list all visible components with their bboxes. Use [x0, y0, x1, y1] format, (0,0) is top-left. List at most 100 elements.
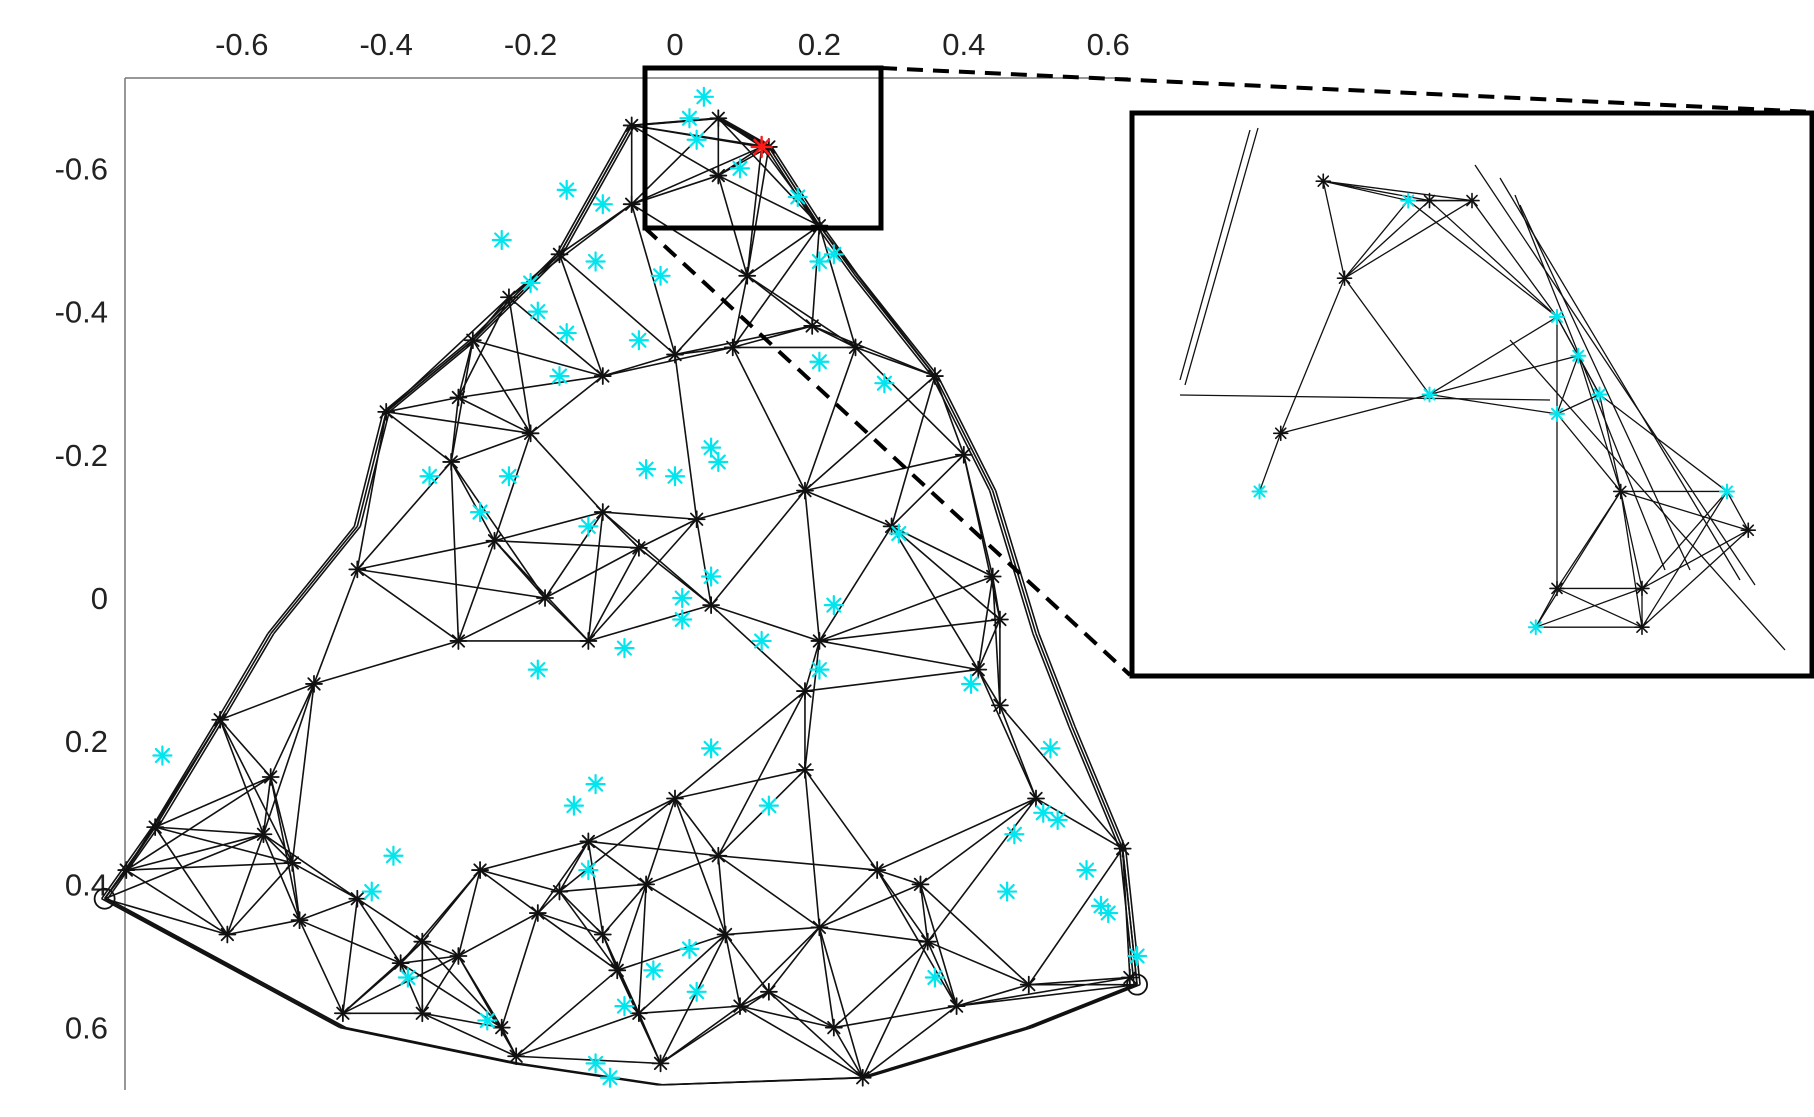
mesh-node-marker: [731, 997, 749, 1016]
inset-boundary-edge: [1179, 394, 1551, 401]
mesh-edge: [457, 540, 496, 642]
mesh-edge: [602, 511, 697, 521]
mesh-edge: [717, 174, 820, 227]
mesh-edge: [226, 862, 293, 936]
mesh-edge: [739, 1005, 864, 1079]
mesh-boundary-edge: [270, 525, 358, 635]
mesh-boundary-edge: [359, 411, 390, 527]
mesh-edge: [1577, 355, 1622, 492]
mesh-edge: [262, 833, 301, 921]
mesh-edge: [999, 705, 1037, 799]
mesh-edge: [1344, 200, 1473, 279]
mesh-edge: [493, 433, 532, 541]
x-tick-label: 0.4: [942, 27, 985, 62]
mesh-edge: [450, 397, 460, 463]
mesh-edge: [819, 618, 1000, 642]
mesh-boundary-edge: [851, 275, 933, 377]
cyan-point-marker: [419, 466, 440, 487]
mesh-edge: [1323, 180, 1473, 202]
mesh-node-marker: [1113, 839, 1132, 858]
mesh-edge: [1641, 491, 1728, 589]
mesh-edge: [1429, 200, 1558, 318]
mesh-edge: [479, 869, 539, 914]
mesh-node-marker: [117, 861, 136, 879]
mesh-edge: [977, 669, 1037, 799]
mesh-edge: [811, 225, 821, 326]
mesh-edge: [1429, 393, 1558, 415]
cyan-point-marker: [708, 451, 729, 473]
x-tick-label: -0.4: [359, 27, 412, 62]
mesh-boundary-edge: [558, 125, 633, 255]
mesh-edge: [472, 339, 532, 434]
mesh-edge: [1343, 200, 1409, 279]
mesh-node-marker: [348, 889, 367, 908]
mesh-node-marker: [651, 1054, 670, 1073]
inset-cyan-point-marker: [1251, 483, 1268, 500]
mesh-boundary-edge: [101, 898, 341, 1029]
mesh-edge: [977, 619, 1001, 670]
inset-boundary-edge: [1184, 127, 1259, 386]
mesh-boundary-edge: [267, 525, 355, 635]
mesh-edge: [385, 411, 452, 463]
mesh-node-marker: [1019, 975, 1038, 994]
mesh-boundary-edge: [106, 826, 159, 900]
mesh-boundary-edge: [157, 719, 224, 828]
red-point-marker: [750, 135, 773, 159]
zoom-connector-bottom: [643, 226, 1132, 677]
cyan-point-marker: [672, 609, 693, 630]
x-tick-label: 0.6: [1087, 27, 1130, 62]
cyan-point-marker: [578, 516, 599, 537]
mesh-edge: [500, 912, 539, 1028]
cyan-point-marker: [888, 523, 909, 544]
mesh-edge: [818, 927, 864, 1078]
mesh-edge: [616, 933, 726, 972]
mesh-edge: [1535, 587, 1643, 628]
mesh-edge: [1620, 491, 1643, 628]
mesh-edge: [457, 955, 517, 1057]
cyan-point-marker: [152, 745, 173, 766]
mesh-edge: [674, 769, 806, 800]
inset-cyan-point-marker: [1719, 483, 1735, 500]
mesh-edge: [1471, 200, 1558, 318]
mesh-edge: [731, 275, 748, 348]
mesh-edge: [934, 375, 965, 456]
mesh-edge: [862, 1005, 958, 1079]
mesh-edge: [356, 411, 387, 570]
mesh-edge: [956, 983, 1030, 1007]
mesh-edge: [291, 862, 301, 921]
mesh-node-marker: [254, 825, 273, 844]
cyan-point-marker: [585, 774, 606, 795]
mesh-node-marker: [853, 1068, 872, 1087]
mesh-edge: [819, 926, 928, 943]
mesh-edge: [298, 919, 344, 1014]
mesh-boundary-edge: [634, 117, 722, 127]
cyan-point-marker: [469, 501, 491, 523]
mesh-edge: [356, 461, 452, 570]
mesh-node-marker: [348, 560, 367, 579]
mesh-edge: [818, 869, 878, 928]
mesh-edge: [458, 396, 531, 435]
mesh-edge: [450, 461, 546, 599]
mesh-edge: [386, 396, 459, 413]
mesh-edge: [674, 690, 806, 800]
cyan-point-marker: [809, 251, 830, 272]
inset-cyan-point-marker: [1570, 347, 1587, 364]
mesh-edge: [291, 862, 358, 900]
mesh-boundary-edge: [1121, 848, 1138, 985]
cyan-point-marker: [700, 566, 722, 587]
mesh-boundary-edge: [1032, 633, 1070, 728]
mesh-node-marker: [824, 1018, 843, 1037]
mesh-edge: [819, 575, 993, 642]
mesh-edge: [154, 826, 229, 935]
mesh-edge: [126, 862, 293, 871]
mesh-edge: [1280, 277, 1346, 434]
mesh-edge: [422, 1012, 502, 1029]
mesh-boundary-edge: [561, 125, 636, 255]
mesh-edge: [674, 346, 733, 356]
mesh-boundary-edge: [857, 275, 939, 377]
mesh-node-marker: [218, 925, 237, 944]
mesh-edge: [804, 769, 821, 928]
mesh-node-marker: [507, 1047, 526, 1066]
mesh-edge: [919, 884, 929, 942]
mesh-edge: [1620, 491, 1643, 589]
